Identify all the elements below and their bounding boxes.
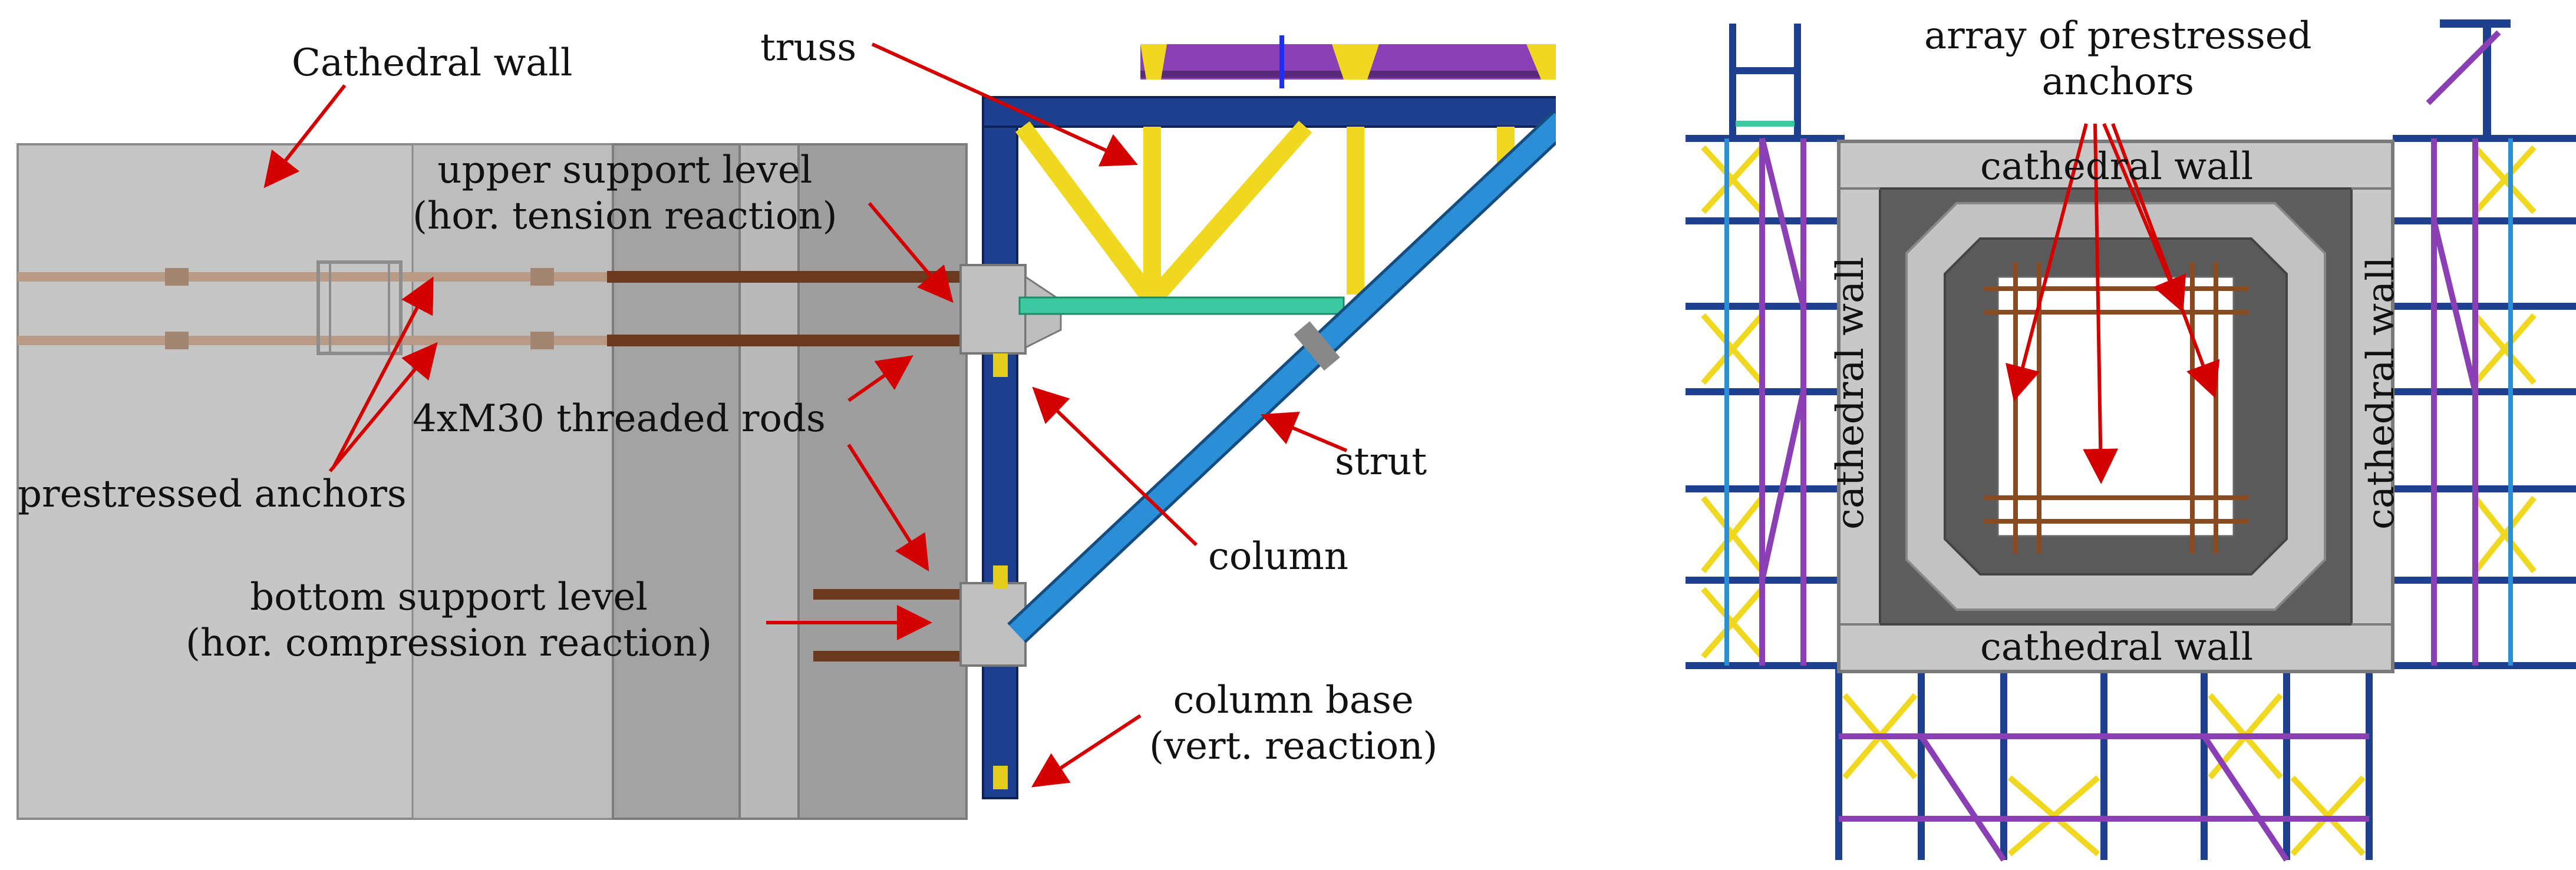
scaffold-right <box>2393 19 2576 669</box>
label-wall-top: cathedral wall <box>1980 145 2254 188</box>
annotation-arrows <box>263 42 1348 788</box>
label-anchor-array-line1: array of prestressed <box>1924 14 2312 58</box>
truss-top-chord <box>982 35 1556 128</box>
side-elevation-diagram: Cathedral wall truss upper support level… <box>17 26 1556 820</box>
scaffold-top-left <box>1729 24 1801 138</box>
label-bottom-support-line1: bottom support level <box>250 575 648 619</box>
horizontal-tie <box>1018 296 1345 315</box>
label-upper-support: upper support level (hor. tension reacti… <box>413 147 837 239</box>
label-threaded-rods: 4xM30 threaded rods <box>413 397 826 441</box>
label-anchor-array-line2: anchors <box>2041 60 2194 104</box>
scaffold-left <box>1686 135 1845 669</box>
strut <box>1007 111 1556 643</box>
label-upper-support-line2: (hor. tension reaction) <box>413 194 837 238</box>
label-wall-right: cathedral wall <box>2359 256 2403 530</box>
label-anchor-array: array of prestressed anchors <box>1924 13 2312 105</box>
truss <box>1015 121 1515 306</box>
label-bottom-support: bottom support level (hor. compression r… <box>186 574 712 666</box>
label-prestressed-anchors: prestressed anchors <box>18 472 407 516</box>
cathedral-wall-block <box>17 143 968 820</box>
label-column-base-line2: (vert. reaction) <box>1149 725 1438 768</box>
column <box>959 96 1062 799</box>
plan-view-diagram: array of prestressed anchors cathedral w… <box>1662 0 2576 870</box>
prestressed-anchor-rods <box>18 260 961 355</box>
cathedral-walls <box>1837 140 2394 673</box>
label-strut: strut <box>1335 440 1427 484</box>
side-elevation-drawing <box>17 35 1556 820</box>
label-upper-support-line1: upper support level <box>437 148 813 192</box>
label-column-base: column base (vert. reaction) <box>1149 677 1437 769</box>
annotation-arrows-plan <box>2006 123 2220 484</box>
label-truss: truss <box>760 26 857 70</box>
label-cathedral-wall: Cathedral wall <box>292 41 573 85</box>
bottom-threaded-rods <box>813 589 990 661</box>
label-column: column <box>1208 535 1348 578</box>
label-bottom-support-line2: (hor. compression reaction) <box>186 621 713 665</box>
label-wall-bottom: cathedral wall <box>1980 626 2254 669</box>
label-wall-left: cathedral wall <box>1829 256 1872 530</box>
plan-view-drawing <box>1686 19 2576 862</box>
label-column-base-line1: column base <box>1173 679 1414 722</box>
scaffold-bottom <box>1835 666 2373 862</box>
